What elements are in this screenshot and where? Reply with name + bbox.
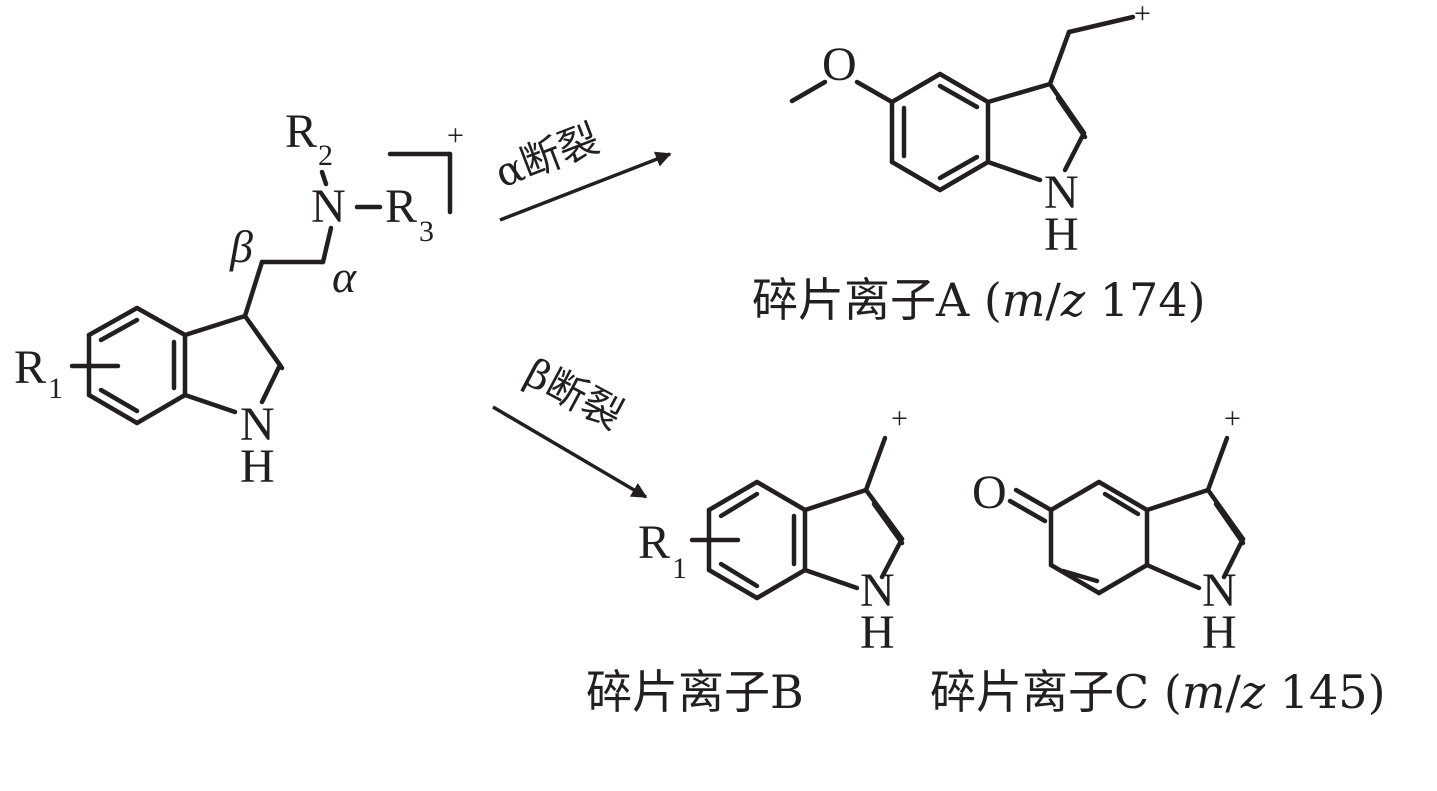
fragment-c-nitrogen: N [1202,564,1237,617]
fragment-b-charge: + [891,402,908,435]
r2-subscript: 2 [318,139,333,172]
fragment-c-molecule: O N H + 碎片离子C (m/z 145) [930,402,1386,719]
fragment-a-molecule: O N H + 碎片离子A (m/z 174) [752,0,1206,327]
fragment-b-r1: R [638,516,670,569]
fragment-c-caption: 碎片离子C (m/z 145) [930,665,1386,719]
reactant-molecule: R 1 R 2 N R 3 + N H β α [14,105,464,493]
reactant-side-chain [242,169,383,319]
beta-label: β [229,221,253,272]
amine-nitrogen: N [311,180,346,233]
fragment-b-hydrogen: H [860,606,895,659]
fragment-a-caption: 碎片离子A (m/z 174) [752,273,1206,327]
fragment-a-charge: + [1134,0,1151,30]
reactant-charge: + [447,119,464,152]
fragment-b-caption: 碎片离子B [586,665,804,719]
reactant-benzene-ring [86,305,188,426]
alpha-label: α [332,251,357,302]
fragment-b-r1-subscript: 1 [672,552,687,585]
r3-label: R [385,180,417,233]
fragment-c-oxygen: O [972,466,1007,519]
fragment-c-hydrogen: H [1202,606,1237,659]
reactant-pyrrole-ring [182,313,285,415]
charge-bracket [387,151,453,215]
fragment-a-hydrogen: H [1044,208,1079,261]
fragment-c-charge: + [1224,402,1241,435]
fragment-a-nitrogen: N [1044,166,1079,219]
indole-hydrogen: H [240,440,275,493]
fragment-a-oxygen: O [822,38,857,91]
r1-subscript: 1 [48,372,63,405]
beta-arrow-label: β断裂 [517,350,630,439]
indole-nitrogen: N [240,398,275,451]
r3-subscript: 3 [419,215,434,248]
r1-label: R [14,341,46,394]
beta-cleavage-arrow: β断裂 [492,350,648,499]
fragment-b-nitrogen: N [860,564,895,617]
r2-label: R [285,105,317,158]
alpha-cleavage-arrow: α断裂 [489,116,672,222]
fragment-b-molecule: R 1 N H + 碎片离子B [586,402,908,719]
